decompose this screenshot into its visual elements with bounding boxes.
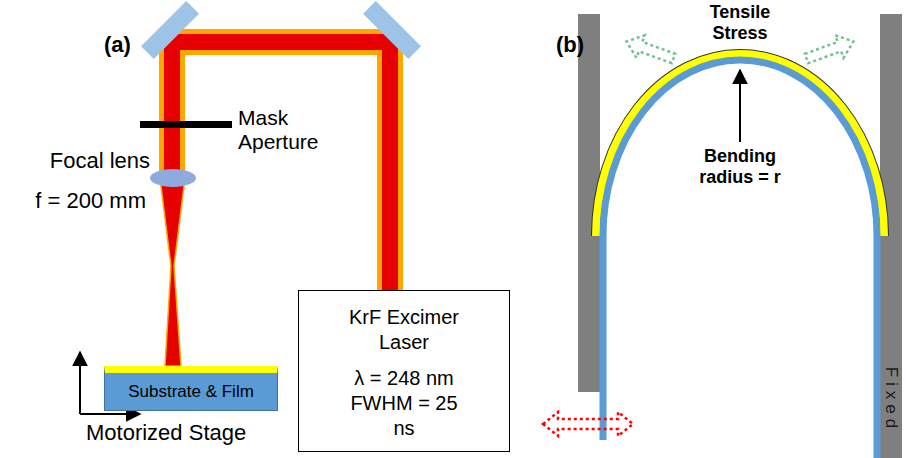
- dimension-label: f = 200 mm: [4, 188, 146, 213]
- part-label: Mask Aperture: [238, 106, 334, 154]
- wall-label: Fixed: [882, 367, 901, 434]
- part-label: Focal lens: [4, 148, 150, 173]
- film-outline: [596, 54, 884, 236]
- stress-label: Tensile Stress: [710, 2, 771, 43]
- stage-arrow: [80, 413, 140, 415]
- flexible-substrate: [603, 60, 877, 458]
- focused-beam: [160, 178, 185, 366]
- part-label: Mask Aperture: [238, 106, 319, 153]
- stress-arrow: [802, 30, 857, 70]
- stage-arrow: [79, 352, 81, 414]
- wall-label: Fixed: [881, 367, 901, 434]
- part-label: Motorized Stage: [86, 420, 246, 445]
- node-detail: λ = 248 nm FWHM = 25 ns: [339, 366, 469, 441]
- substrate-film: Substrate & Film: [104, 366, 278, 411]
- panel-label: (b): [556, 32, 584, 57]
- panel-label: (a): [104, 32, 164, 57]
- radius-pointer: [739, 70, 741, 142]
- laser-beam-core: [172, 42, 390, 290]
- stress-arrow: [622, 30, 677, 70]
- panel-label: (a): [104, 32, 131, 57]
- node-title: Substrate & Film: [128, 381, 254, 402]
- node-title: KrF Excimer Laser: [339, 305, 469, 355]
- mirror: [363, 1, 421, 59]
- dimension-label: Bending radius = r: [699, 146, 781, 187]
- part-label: Focal lens: [50, 148, 150, 173]
- mirror: [141, 1, 199, 59]
- dimension-label: f = 200 mm: [35, 188, 146, 213]
- stress-label: Tensile Stress: [690, 2, 790, 43]
- part-label: Motorized Stage: [86, 420, 296, 445]
- mask-aperture: [140, 121, 232, 128]
- film-layer: [596, 54, 884, 236]
- focal-lens: [150, 169, 196, 187]
- movement-arrow: [543, 412, 633, 436]
- laser-box: KrF Excimer Laser λ = 248 nm FWHM = 25 ns: [298, 290, 510, 452]
- panel-label: (b): [556, 32, 616, 57]
- dimension-label: Bending radius = r: [680, 146, 800, 187]
- laser-beam: [172, 42, 390, 290]
